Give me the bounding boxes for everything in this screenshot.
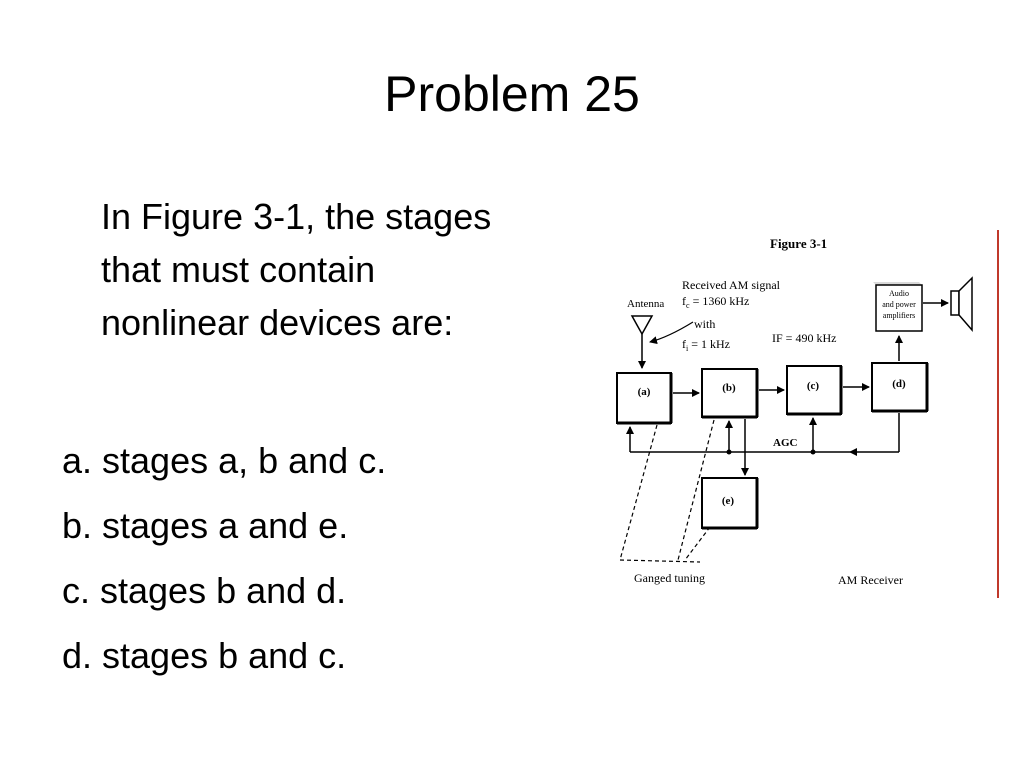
audio-label-1: Audio [889, 289, 909, 298]
agc-junction [726, 449, 732, 455]
with-label: with [694, 317, 715, 331]
stage-c-label: (c) [807, 380, 820, 392]
stage-b-block: (b) [701, 368, 759, 419]
audio-label-2: and power [882, 300, 916, 309]
option-b: b. stages a and e. [62, 505, 349, 546]
answer-options: a. stages a, b and c. b. stages a and e.… [62, 428, 582, 688]
ganged-tuning-label: Ganged tuning [634, 571, 705, 585]
figure-title: Figure 3-1 [770, 236, 827, 251]
stage-a-block: (a) [616, 372, 673, 425]
audio-label-3: amplifiers [883, 311, 915, 320]
antenna-label: Antenna [627, 298, 664, 310]
option-a: a. stages a, b and c. [62, 440, 387, 481]
question-line: In Figure 3-1, the stages [101, 196, 492, 237]
am-receiver-label: AM Receiver [838, 573, 903, 587]
if-label: IF = 490 kHz [772, 331, 836, 345]
block-diagram: Figure 3-1 Antenna Received AM signal fc… [616, 230, 999, 598]
slide-title: Problem 25 [384, 66, 640, 122]
agc-junction [810, 449, 816, 455]
stage-b-label: (b) [722, 382, 736, 394]
stage-d-label: (d) [892, 378, 906, 390]
stage-d-block: (d) [871, 362, 929, 413]
question-line: that must contain [101, 249, 376, 290]
question-line: nonlinear devices are: [101, 302, 454, 343]
stage-e-block: (e) [701, 477, 759, 530]
carrier-freq-label: fc = 1360 kHz [682, 294, 749, 310]
agc-label: AGC [773, 437, 798, 449]
stage-e-label: (e) [722, 495, 735, 507]
signal-arrow [649, 321, 694, 345]
audio-amp-block: Audio and power amplifiers [873, 282, 923, 332]
stage-c-block: (c) [786, 365, 843, 416]
speaker-icon [950, 276, 973, 333]
question-text: In Figure 3-1, the stages that must cont… [101, 190, 561, 349]
am-receiver-figure: Figure 3-1 Antenna Received AM signal fc… [600, 225, 1005, 605]
ganged-tuning-lines [619, 419, 715, 563]
stage-a-label: (a) [638, 386, 651, 398]
option-d: d. stages b and c. [62, 635, 347, 676]
option-c: c. stages b and d. [62, 570, 347, 611]
received-label: Received AM signal [682, 278, 781, 292]
intermod-freq-label: fi = 1 kHz [682, 337, 730, 353]
antenna-icon [630, 315, 654, 369]
signal-path [673, 335, 903, 397]
